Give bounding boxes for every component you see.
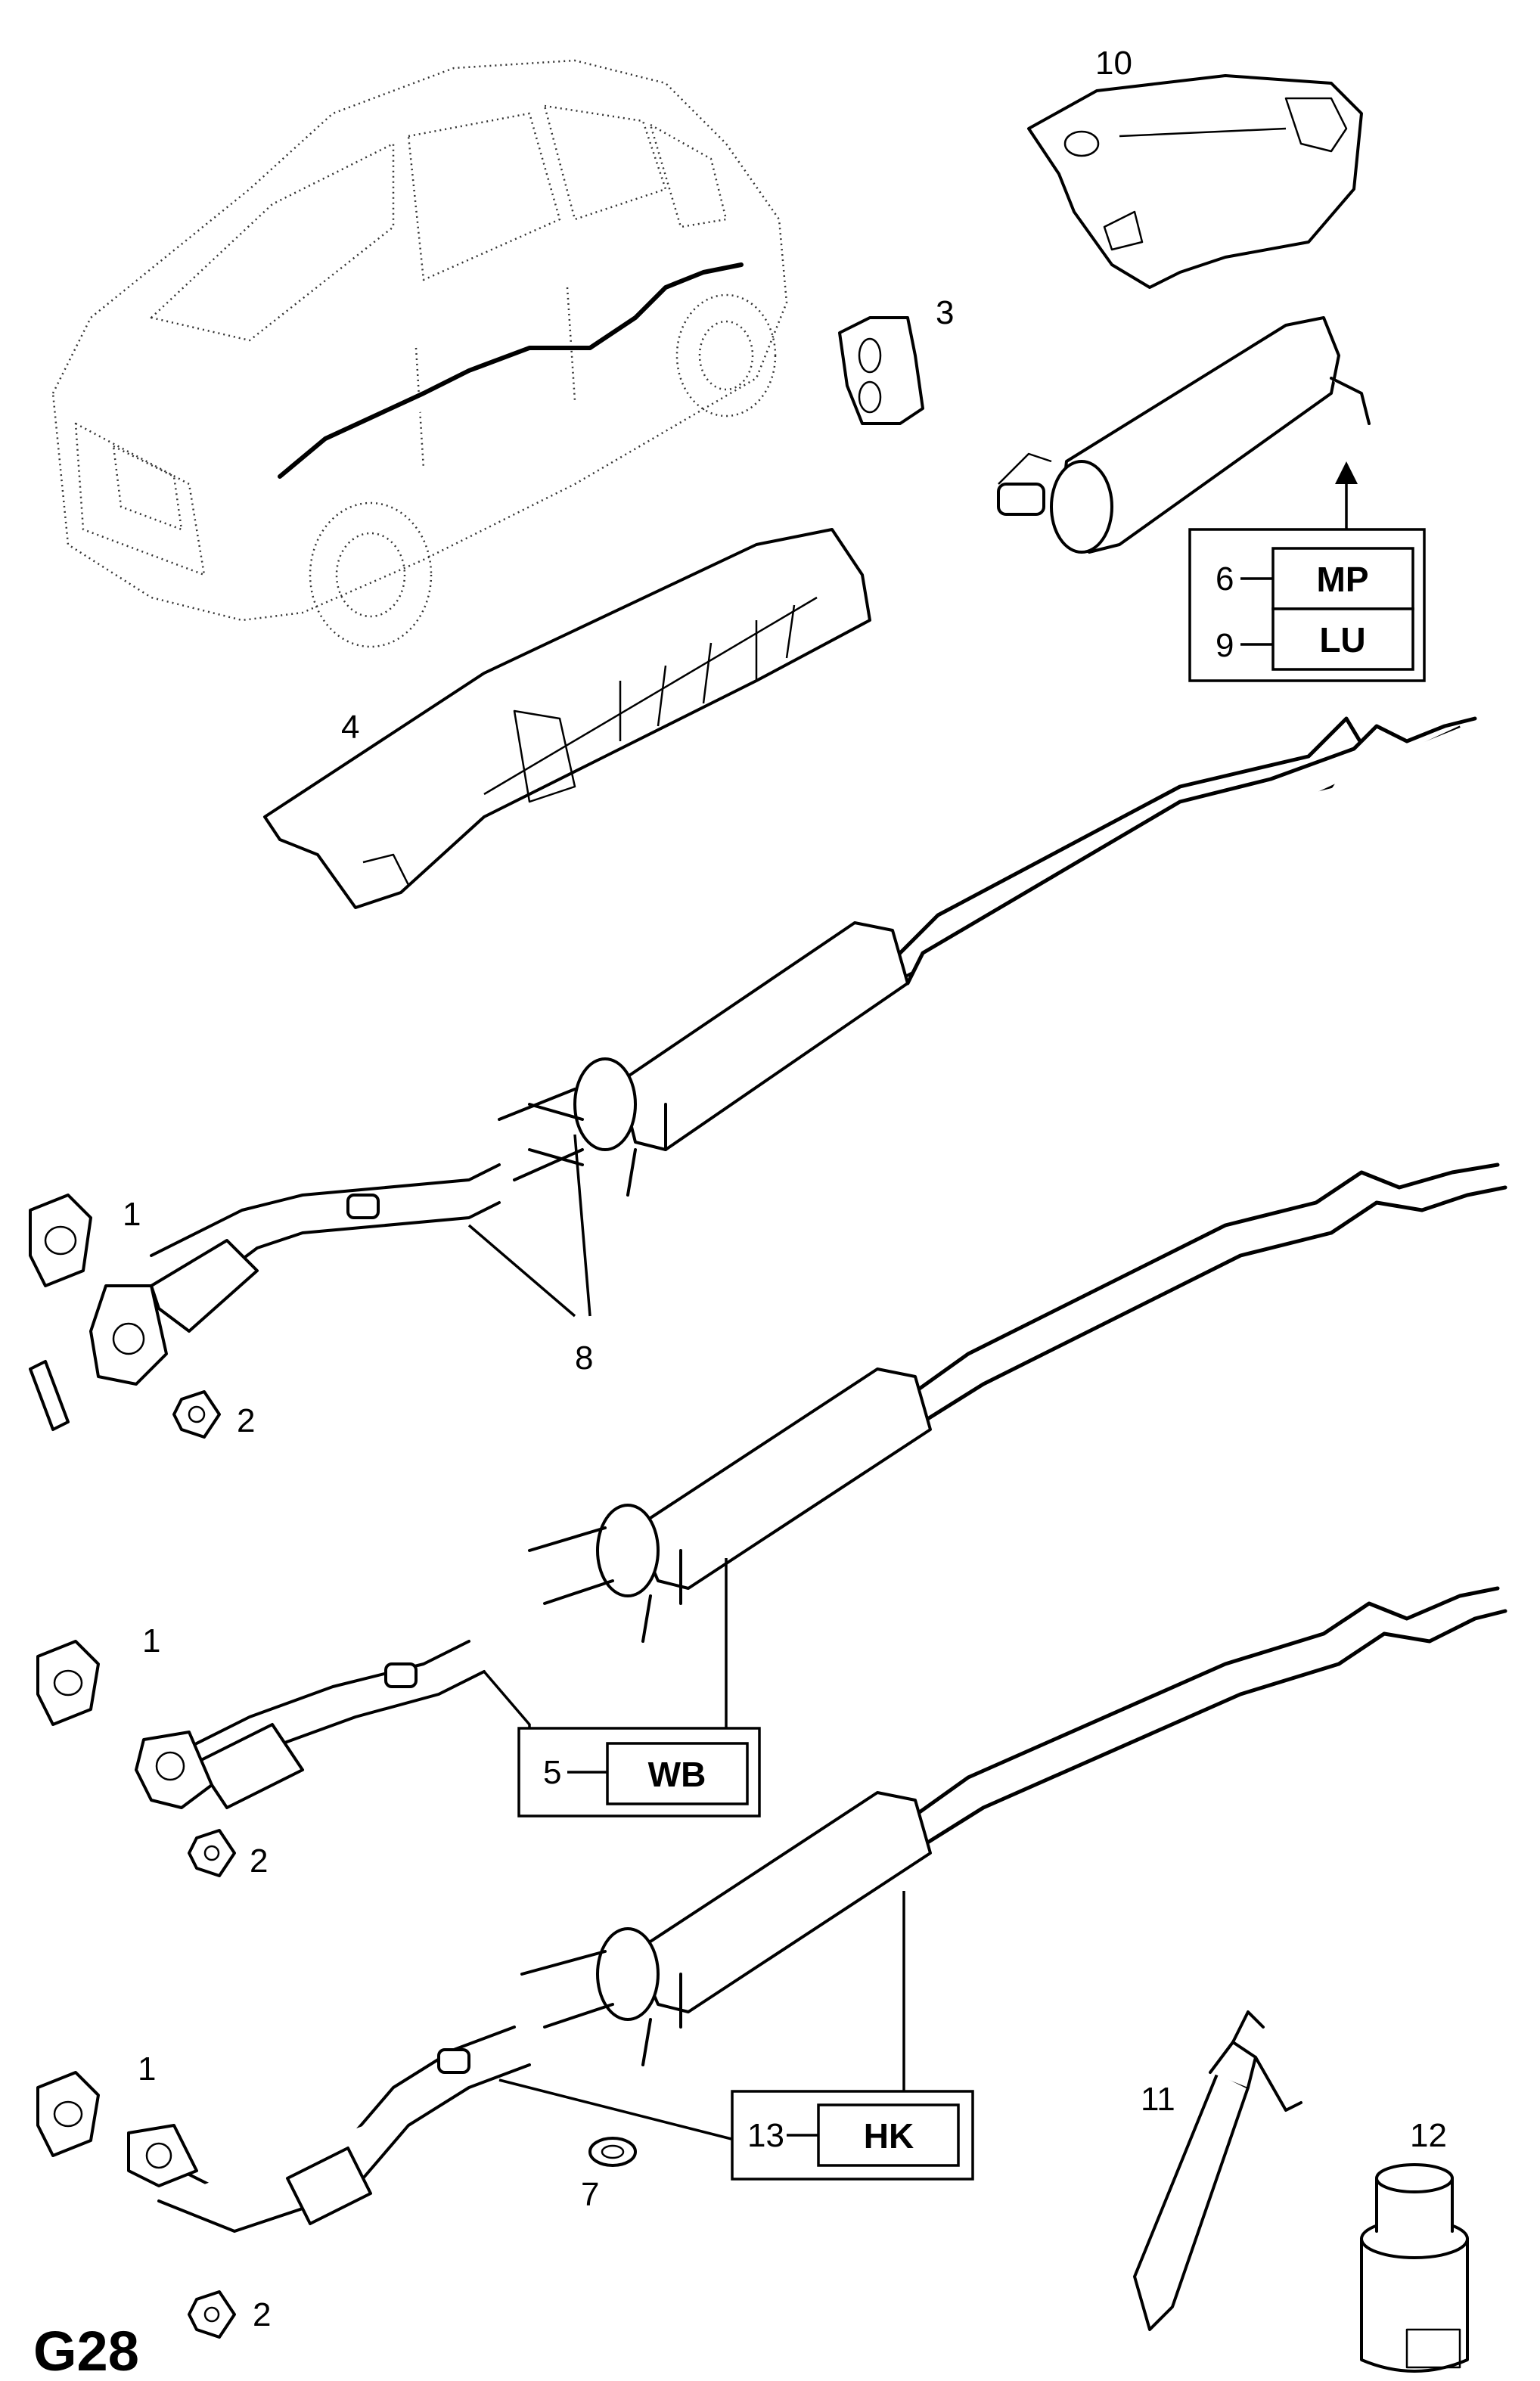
legend-code-lu: LU bbox=[1319, 620, 1365, 660]
callout-12: 12 bbox=[1410, 2117, 1447, 2154]
callout-4: 4 bbox=[341, 709, 359, 746]
leader-lines-8 bbox=[467, 1134, 591, 1318]
legend-number-9: 9 bbox=[1216, 627, 1234, 664]
callout-2-top: 2 bbox=[237, 1402, 255, 1439]
heat-shield-rear bbox=[1027, 74, 1363, 289]
exhaust-system-top bbox=[29, 716, 1477, 1439]
callout-10: 10 bbox=[1095, 45, 1132, 82]
sealant-tube bbox=[1133, 2010, 1302, 2331]
callout-2-middle: 2 bbox=[250, 1842, 268, 1880]
callout-11: 11 bbox=[1141, 2081, 1175, 2118]
callout-7: 7 bbox=[581, 2176, 599, 2213]
exhaust-system-bottom bbox=[36, 1586, 1507, 2339]
callout-3: 3 bbox=[936, 294, 954, 331]
legend-code-wb: WB bbox=[648, 1755, 706, 1794]
legend-box-6-9: 6 MP 9 LU bbox=[1188, 528, 1426, 682]
callout-1-top: 1 bbox=[123, 1196, 141, 1233]
heat-shield-front bbox=[263, 528, 871, 909]
callout-1-bottom: 1 bbox=[138, 2050, 156, 2088]
legend-box-5: 5 WB bbox=[517, 1727, 761, 1818]
legend-number-13: 13 bbox=[747, 2117, 784, 2154]
callout-2-bottom: 2 bbox=[253, 2296, 271, 2333]
leader-lines-13 bbox=[498, 1891, 905, 2142]
compound-jar bbox=[1360, 2163, 1469, 2373]
legend-box-13: 13 HK bbox=[731, 2090, 974, 2181]
diagram-code: G28 bbox=[33, 2320, 139, 2381]
legend-code-hk: HK bbox=[864, 2116, 914, 2156]
vehicle-illustration bbox=[51, 59, 788, 648]
rubber-hanger bbox=[838, 316, 924, 425]
legend-number-6: 6 bbox=[1216, 560, 1234, 598]
legend-number-5: 5 bbox=[543, 1754, 561, 1791]
callout-1-middle: 1 bbox=[142, 1622, 160, 1659]
exhaust-system-middle bbox=[36, 1163, 1507, 1877]
arrow-to-silencer bbox=[1335, 461, 1358, 529]
callout-8: 8 bbox=[575, 1340, 593, 1377]
rear-silencer bbox=[997, 316, 1371, 554]
legend-code-mp: MP bbox=[1317, 560, 1369, 599]
